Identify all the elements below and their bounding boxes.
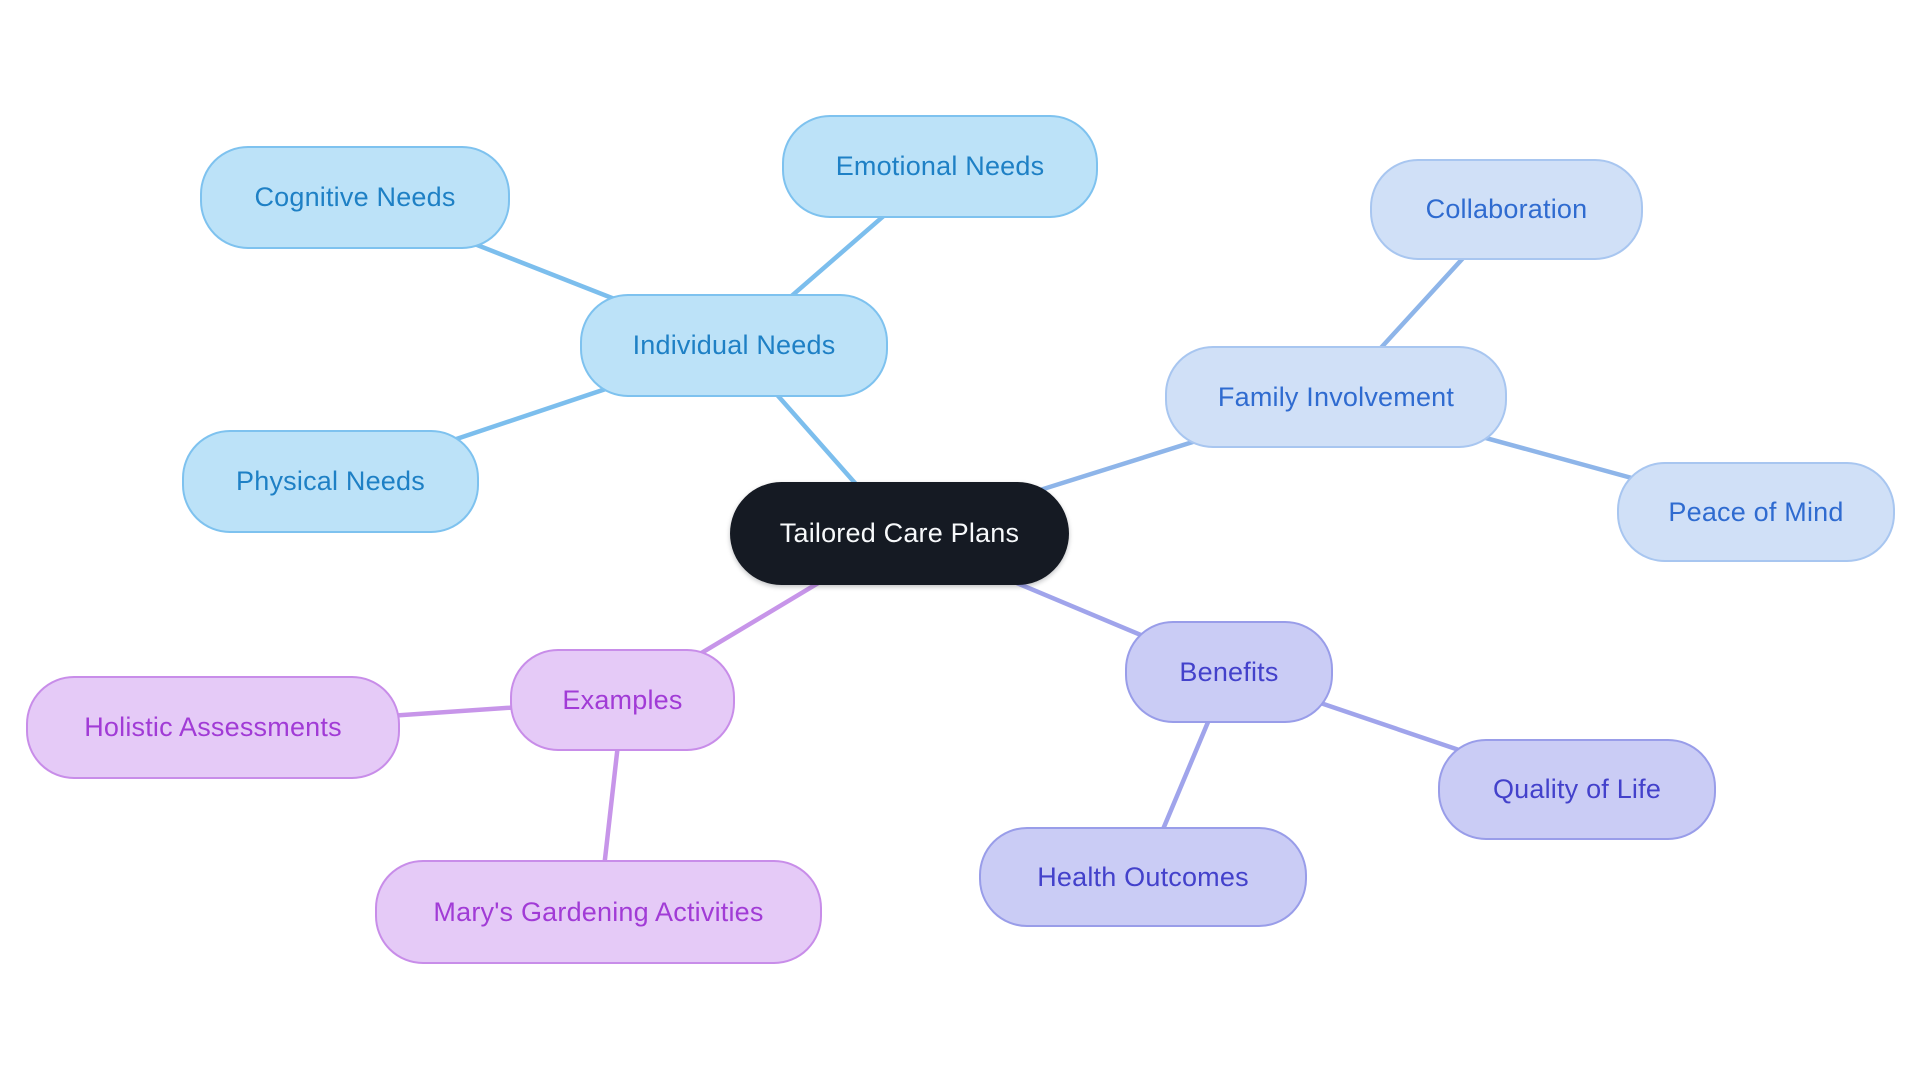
node-label: Mary's Gardening Activities xyxy=(433,896,764,927)
node-tailored-care-plans[interactable]: Tailored Care Plans xyxy=(730,482,1069,585)
node-marys-gardening-activities[interactable]: Mary's Gardening Activities xyxy=(375,860,822,964)
node-family-involvement[interactable]: Family Involvement xyxy=(1165,346,1507,448)
node-cognitive-needs[interactable]: Cognitive Needs xyxy=(200,146,510,249)
node-label: Cognitive Needs xyxy=(254,182,456,212)
node-emotional-needs[interactable]: Emotional Needs xyxy=(782,115,1098,218)
node-label: Collaboration xyxy=(1425,194,1588,224)
node-label: Peace of Mind xyxy=(1668,496,1844,527)
node-peace-of-mind[interactable]: Peace of Mind xyxy=(1617,462,1895,562)
node-individual-needs[interactable]: Individual Needs xyxy=(580,294,888,397)
node-label: Quality of Life xyxy=(1492,774,1662,804)
node-label: Examples xyxy=(562,684,683,715)
node-label: Emotional Needs xyxy=(835,151,1045,181)
node-label: Health Outcomes xyxy=(1037,861,1249,892)
node-collaboration[interactable]: Collaboration xyxy=(1370,159,1643,260)
node-benefits[interactable]: Benefits xyxy=(1125,621,1333,723)
node-health-outcomes[interactable]: Health Outcomes xyxy=(979,827,1307,927)
node-label: Tailored Care Plans xyxy=(779,518,1020,548)
node-label: Family Involvement xyxy=(1217,381,1455,412)
node-examples[interactable]: Examples xyxy=(510,649,735,751)
node-label: Physical Needs xyxy=(236,466,425,496)
node-quality-of-life[interactable]: Quality of Life xyxy=(1438,739,1716,840)
node-physical-needs[interactable]: Physical Needs xyxy=(182,430,479,533)
node-label: Benefits xyxy=(1179,656,1279,687)
node-label: Individual Needs xyxy=(632,330,836,360)
node-holistic-assessments[interactable]: Holistic Assessments xyxy=(26,676,400,779)
node-label: Holistic Assessments xyxy=(84,712,342,742)
